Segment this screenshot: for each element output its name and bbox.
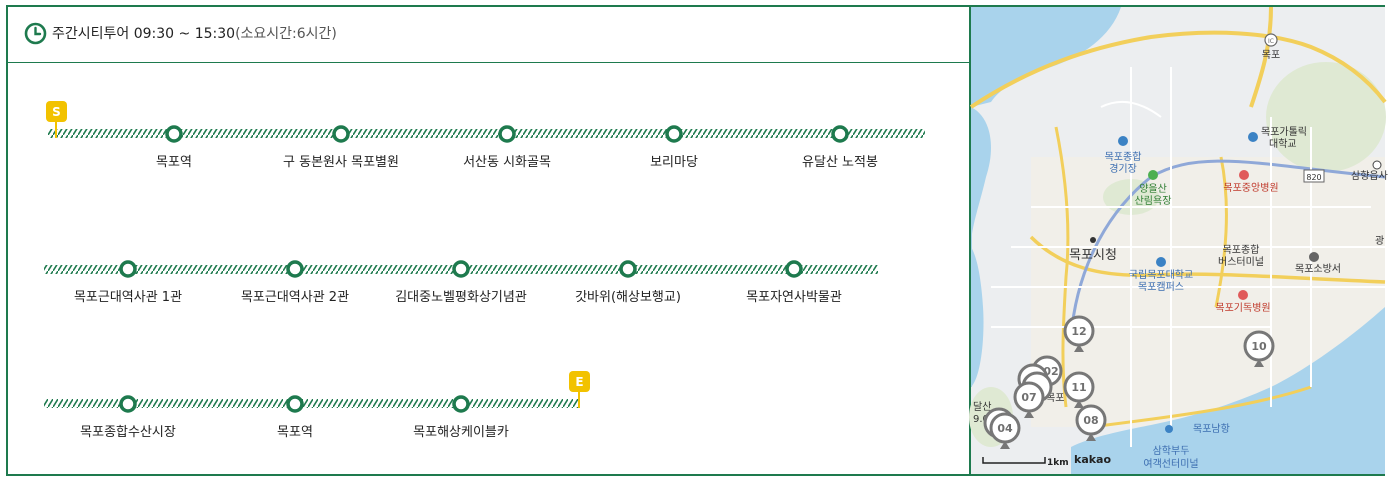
map-marker[interactable]: 04 <box>989 412 1021 449</box>
map-label: 양을산 <box>1139 183 1167 195</box>
route-line-3 <box>44 399 580 408</box>
stop-label: 목포종합수산시장 <box>80 425 176 440</box>
stop-dot-2 <box>332 125 350 143</box>
stop-dot-6 <box>119 260 137 278</box>
clock-icon <box>24 22 47 45</box>
stop-label: 목포자연사박물관 <box>746 290 842 305</box>
map-canvas[interactable]: IC 목포 목포가톨릭 대학교 목포종합 경기장 820 삼향읍사 양을산 산림… <box>969 6 1388 474</box>
tour-header: 주간시티투어 09:30 ~ 15:30(소요시간:6시간) <box>8 7 969 63</box>
stop-dot-11 <box>119 395 137 413</box>
map-view[interactable]: IC 목포 목포가톨릭 대학교 목포종합 경기장 820 삼향읍사 양을산 산림… <box>969 6 1388 474</box>
map-label: 목포종합 <box>1223 244 1260 256</box>
stop-dot-10 <box>785 260 803 278</box>
map-provider-logo: kakao <box>1074 453 1111 466</box>
map-marker[interactable]: 07 <box>1013 381 1045 418</box>
stop-label: 갓바위(해상보행교) <box>575 290 681 305</box>
svg-text:IC: IC <box>1268 38 1274 45</box>
route-lines: S E <box>44 101 925 413</box>
marker-label: 08 <box>1083 414 1098 427</box>
map-label: 목포종합 <box>1105 151 1142 163</box>
stop-dot-3 <box>498 125 516 143</box>
stop-label: 목포역 <box>156 155 192 170</box>
route-diagram: S E <box>8 7 969 474</box>
route-panel: 주간시티투어 09:30 ~ 15:30(소요시간:6시간) S <box>8 7 971 474</box>
marker-label: 11 <box>1071 381 1086 394</box>
map-label: 목포캠퍼스 <box>1138 281 1184 293</box>
map-label: 국립목포대학교 <box>1129 268 1193 281</box>
tour-duration: (소요시간:6시간) <box>235 26 337 42</box>
stop-dot-4 <box>665 125 683 143</box>
map-label: 삼학부두 <box>1153 445 1190 457</box>
map-label: 820 <box>1306 173 1321 182</box>
map-label: 광 <box>1375 235 1384 247</box>
scale-label: 1km <box>1047 458 1069 468</box>
marker-label: 07 <box>1021 391 1036 404</box>
tour-time: 주간시티투어 09:30 ~ 15:30 <box>52 26 236 42</box>
map-label: 산림욕장 <box>1135 195 1172 207</box>
stop-label: 보리마당 <box>650 155 698 170</box>
stop-dot-9 <box>619 260 637 278</box>
map-label: 목포중앙병원 <box>1223 182 1278 194</box>
stop-label: 유달산 노적봉 <box>802 155 878 170</box>
stop-dot-8 <box>452 260 470 278</box>
marker-label: 04 <box>997 422 1013 435</box>
marker-label: 10 <box>1251 340 1267 353</box>
marker-label: 12 <box>1071 325 1086 338</box>
map-scale: 1km <box>982 457 1069 468</box>
route-line-1 <box>48 129 925 138</box>
stop-dot-1 <box>165 125 183 143</box>
stop-dots <box>119 125 849 413</box>
stop-dot-12 <box>286 395 304 413</box>
map-label: 9.0 <box>973 414 989 425</box>
stop-label: 구 동본원사 목포별원 <box>283 155 399 170</box>
end-badge: E <box>569 371 590 408</box>
map-label: 달산 <box>973 401 991 413</box>
map-label: 목포소방서 <box>1295 263 1341 275</box>
stop-dot-5 <box>831 125 849 143</box>
stop-label: 서산동 시화골목 <box>463 155 551 170</box>
map-label: 목포기독병원 <box>1215 302 1270 314</box>
stop-label: 김대중노벨평화상기념관 <box>395 290 527 305</box>
map-marker[interactable]: 10 <box>1243 330 1275 367</box>
end-badge-text: E <box>575 375 583 389</box>
stop-dot-13 <box>452 395 470 413</box>
map-label: 목포시청 <box>1069 248 1117 263</box>
stop-label: 목포해상케이블카 <box>413 425 509 440</box>
map-label: 버스터미널 <box>1218 256 1264 268</box>
map-label: 목포남항 <box>1193 423 1230 435</box>
map-marker[interactable]: 12 <box>1063 315 1095 352</box>
tour-panel: 주간시티투어 09:30 ~ 15:30(소요시간:6시간) S <box>6 5 1388 476</box>
map-marker[interactable]: 11 <box>1063 371 1095 408</box>
map-label: 목포 <box>1046 392 1064 404</box>
map-label: 대학교 <box>1269 138 1297 150</box>
stop-label: 목포근대역사관 1관 <box>73 290 183 305</box>
map-label: 여객선터미널 <box>1143 458 1198 470</box>
map-label: 경기장 <box>1109 162 1137 175</box>
map-label: 삼향읍사 <box>1351 170 1388 182</box>
start-badge-text: S <box>52 105 61 119</box>
map-marker[interactable]: 08 <box>1075 404 1107 441</box>
start-badge: S <box>46 101 67 138</box>
map-label: 목포 <box>1262 49 1280 61</box>
stop-dot-7 <box>286 260 304 278</box>
stop-label: 목포근대역사관 2관 <box>240 290 350 305</box>
map-label: 목포가톨릭 <box>1261 126 1307 138</box>
stop-label: 목포역 <box>277 425 313 440</box>
tour-title: 주간시티투어 09:30 ~ 15:30(소요시간:6시간) <box>52 24 337 44</box>
